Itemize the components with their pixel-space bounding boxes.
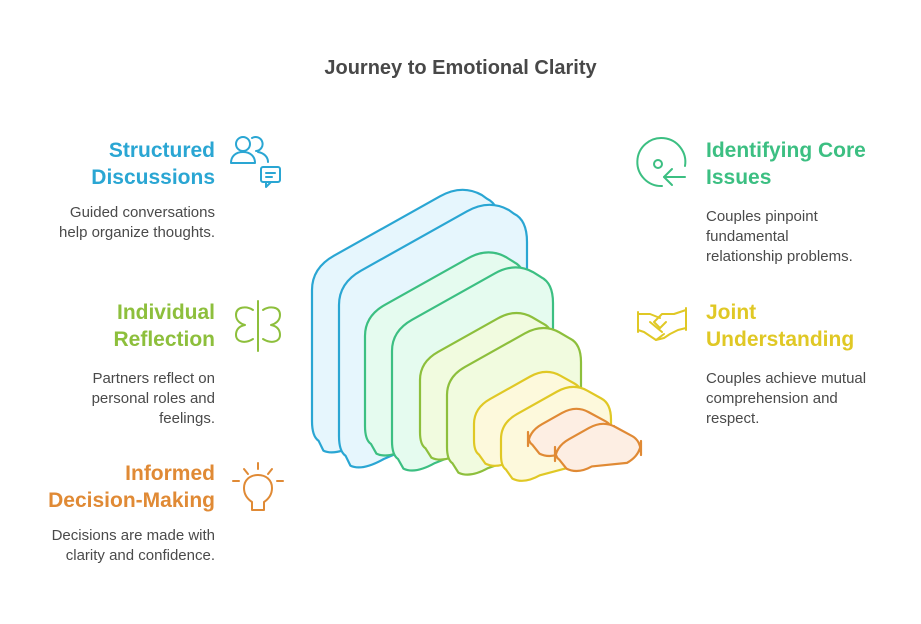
item-description-line: Couples pinpoint — [706, 208, 818, 225]
item-heading-line: Issues — [706, 166, 772, 189]
item-description-line: Couples achieve mutual — [706, 370, 867, 387]
handshake-icon — [637, 307, 687, 341]
item-description-line: Decisions are made with — [51, 527, 215, 544]
item-heading-line: Decision-Making — [48, 489, 215, 512]
item-heading-line: Informed — [125, 462, 215, 485]
diagram-title: Journey to Emotional Clarity — [324, 57, 597, 79]
item-heading-line: Identifying Core — [706, 139, 866, 162]
item-description-line: respect. — [706, 410, 760, 427]
item-heading-line: Structured — [108, 139, 215, 162]
item-description-line: relationship problems. — [706, 248, 853, 265]
item-description-line: comprehension and — [706, 390, 838, 407]
item-description-line: Partners reflect on — [92, 370, 215, 387]
item-structured-discussions: Structured Discussions Guided conversati… — [20, 137, 215, 243]
lightbulb-icon — [232, 462, 284, 511]
item-heading-line: Joint — [706, 301, 757, 324]
item-identifying-core-issues: Identifying Core Issues Couples pinpoint… — [706, 137, 906, 267]
item-description-line: personal roles and — [91, 390, 215, 407]
block-informed-decision-making-front — [553, 422, 643, 473]
item-heading-line: Discussions — [91, 166, 215, 189]
item-informed-decision-making: Informed Decision-Making Decisions are m… — [20, 460, 215, 566]
item-heading-line: Reflection — [113, 328, 215, 351]
item-description-line: clarity and confidence. — [65, 547, 215, 564]
item-description-line: help organize thoughts. — [59, 224, 215, 241]
item-joint-understanding: Joint Understanding Couples achieve mutu… — [706, 299, 906, 429]
item-description-line: fundamental — [706, 228, 789, 245]
item-individual-reflection: Individual Reflection Partners reflect o… — [20, 299, 215, 429]
item-heading-line: Understanding — [706, 328, 855, 351]
item-description-line: Guided conversations — [69, 204, 215, 221]
item-heading-line: Individual — [116, 301, 215, 324]
people-chat-icon — [230, 136, 281, 188]
butterfly-mirror-icon — [235, 300, 281, 352]
item-description-line: feelings. — [159, 410, 215, 427]
target-arrow-icon — [636, 137, 687, 188]
